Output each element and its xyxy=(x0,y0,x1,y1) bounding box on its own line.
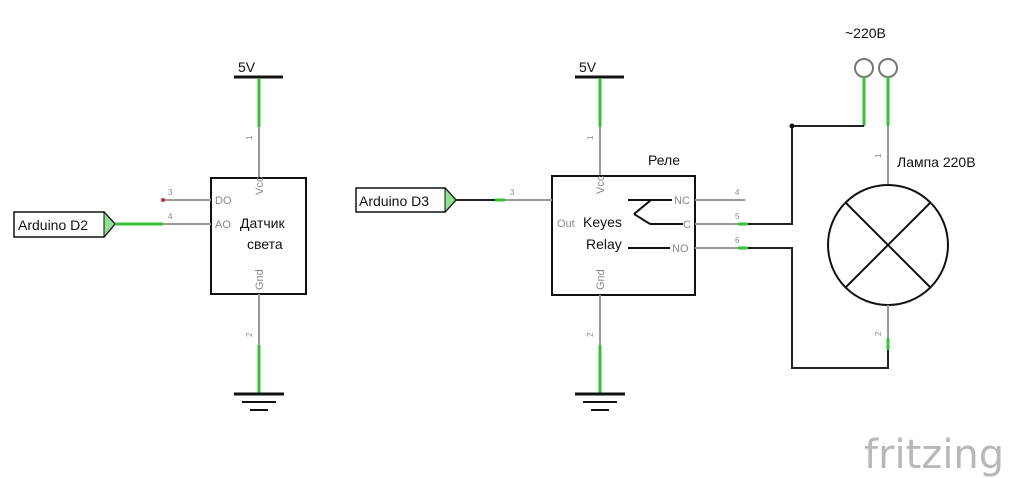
sensor-pin-ao: AO xyxy=(215,219,231,231)
relay-pin-no: NO xyxy=(672,243,689,255)
relay-pin-number-nc: 4 xyxy=(735,188,740,197)
lamp-pin-number-top: 1 xyxy=(874,153,883,158)
arduino-d2-label: Arduino D2 xyxy=(18,217,88,233)
relay-pin-nc: NC xyxy=(674,195,690,207)
vcc-label-left: 5V xyxy=(238,59,256,75)
fritzing-logo: fritzing xyxy=(864,432,1004,478)
pin-number-vcc: 1 xyxy=(245,135,254,140)
mains-terminals[interactable] xyxy=(854,58,898,78)
relay-part[interactable]: 5V 1 Реле Vcc Gnd Out NC C NO Keyes Rela… xyxy=(503,59,745,411)
arduino-d2-connector[interactable]: Arduino D2 xyxy=(13,210,116,239)
relay-title: Реле xyxy=(648,152,680,168)
pin-number-gnd: 2 xyxy=(245,332,254,337)
relay-name-line1: Keyes xyxy=(583,214,622,230)
sensor-name-line1: Датчик xyxy=(240,215,285,231)
relay-pin-number-no: 6 xyxy=(735,236,740,245)
wire-no-to-lamp xyxy=(745,247,889,369)
relay-pin-c: C xyxy=(683,219,691,231)
junction-dot xyxy=(789,123,795,129)
do-pin-end xyxy=(161,198,165,202)
lamp-title: Лампа 220В xyxy=(897,154,976,170)
relay-switch-symbol xyxy=(628,199,683,249)
mains-terminal-2[interactable] xyxy=(878,58,898,78)
sensor-pin-do: DO xyxy=(215,195,232,207)
vcc-label-right: 5V xyxy=(579,59,597,75)
relay-pin-gnd: Gnd xyxy=(595,269,607,290)
arduino-d3-connector[interactable]: Arduino D3 xyxy=(355,186,458,214)
pin-number-do: 3 xyxy=(168,188,173,197)
relay-body[interactable] xyxy=(551,175,696,296)
relay-pin-number-c: 5 xyxy=(735,212,740,221)
wire-c-to-mains xyxy=(745,125,864,225)
ground-symbol-right xyxy=(575,392,625,411)
sensor-name-line2: света xyxy=(247,236,283,252)
relay-name-line2: Relay xyxy=(586,236,622,252)
ground-symbol-left xyxy=(234,392,284,411)
pin-number-ao: 4 xyxy=(168,212,173,221)
lamp-cross-2 xyxy=(845,202,931,288)
mains-terminal-1[interactable] xyxy=(854,58,874,78)
lamp-pin-number-bottom: 2 xyxy=(874,331,883,336)
relay-pin-vcc: Vcc xyxy=(595,175,607,194)
relay-pin-number-gnd: 2 xyxy=(586,332,595,337)
sensor-body[interactable] xyxy=(210,177,307,295)
arduino-d3-label: Arduino D3 xyxy=(359,193,429,209)
relay-pin-number-out: 3 xyxy=(510,188,515,197)
sensor-pin-vcc: Vcc xyxy=(254,176,266,195)
light-sensor-part[interactable]: 5V 1 Vcc Gnd DO AO Датчик света 3 4 2 xyxy=(161,59,307,411)
relay-pin-out: Out xyxy=(557,218,575,230)
mains-label: ~220B xyxy=(845,25,886,41)
lamp-part[interactable]: Лампа 220В 1 2 xyxy=(827,126,976,350)
relay-pin-number-vcc: 1 xyxy=(586,135,595,140)
sensor-pin-gnd: Gnd xyxy=(254,269,266,290)
